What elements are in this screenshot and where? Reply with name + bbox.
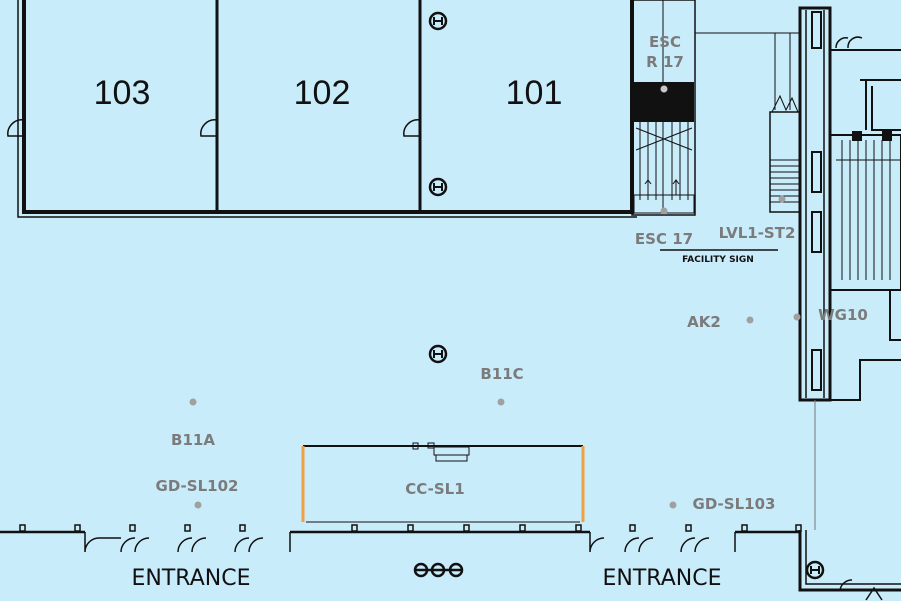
- corridor-walls: [798, 6, 901, 601]
- ak2-marker-icon[interactable]: [746, 316, 754, 324]
- gd-sl102-marker-icon[interactable]: [194, 501, 202, 509]
- b11a-marker-icon[interactable]: [189, 398, 197, 406]
- esc-r17-label-line2[interactable]: R 17: [646, 53, 684, 71]
- ak2-label[interactable]: AK2: [687, 313, 721, 331]
- hydrant-icon: [428, 11, 448, 31]
- room-102-label[interactable]: 102: [294, 74, 351, 112]
- b11c-marker-icon[interactable]: [497, 398, 505, 406]
- bollard-icon: [413, 562, 464, 578]
- hydrant-icon: [805, 560, 825, 580]
- entrance-wall: [0, 524, 802, 553]
- entrance-right-label[interactable]: ENTRANCE: [603, 566, 722, 591]
- entrance-left-label[interactable]: ENTRANCE: [132, 566, 251, 591]
- vestibule-cc-sl1: [301, 442, 585, 523]
- hydrant-icon: [428, 177, 448, 197]
- wg10-label[interactable]: WG10: [818, 306, 868, 324]
- room-103-label[interactable]: 103: [94, 74, 151, 112]
- gd-sl102-label[interactable]: GD-SL102: [156, 477, 239, 495]
- b11a-label[interactable]: B11A: [171, 431, 215, 449]
- lvl1-st2-marker-icon[interactable]: [778, 195, 786, 203]
- gd-sl103-marker-icon[interactable]: [669, 501, 677, 509]
- esc-17-label[interactable]: ESC 17: [635, 230, 693, 248]
- esc-17-marker-icon[interactable]: [660, 207, 668, 215]
- wg10-marker-icon[interactable]: [793, 313, 801, 321]
- hydrant-icon: [428, 344, 448, 364]
- b11c-label[interactable]: B11C: [480, 365, 523, 383]
- cc-sl1-label[interactable]: CC-SL1: [405, 480, 464, 498]
- stair-block: [769, 94, 801, 213]
- esc-r17-marker-icon[interactable]: [660, 85, 668, 93]
- facility-sign-label[interactable]: FACILITY SIGN: [682, 255, 754, 265]
- room-101-label[interactable]: 101: [506, 74, 563, 112]
- gd-sl103-label[interactable]: GD-SL103: [693, 495, 776, 513]
- esc-r17-label-line1[interactable]: ESC: [649, 33, 681, 51]
- lvl1-st2-label[interactable]: LVL1-ST2: [719, 224, 796, 242]
